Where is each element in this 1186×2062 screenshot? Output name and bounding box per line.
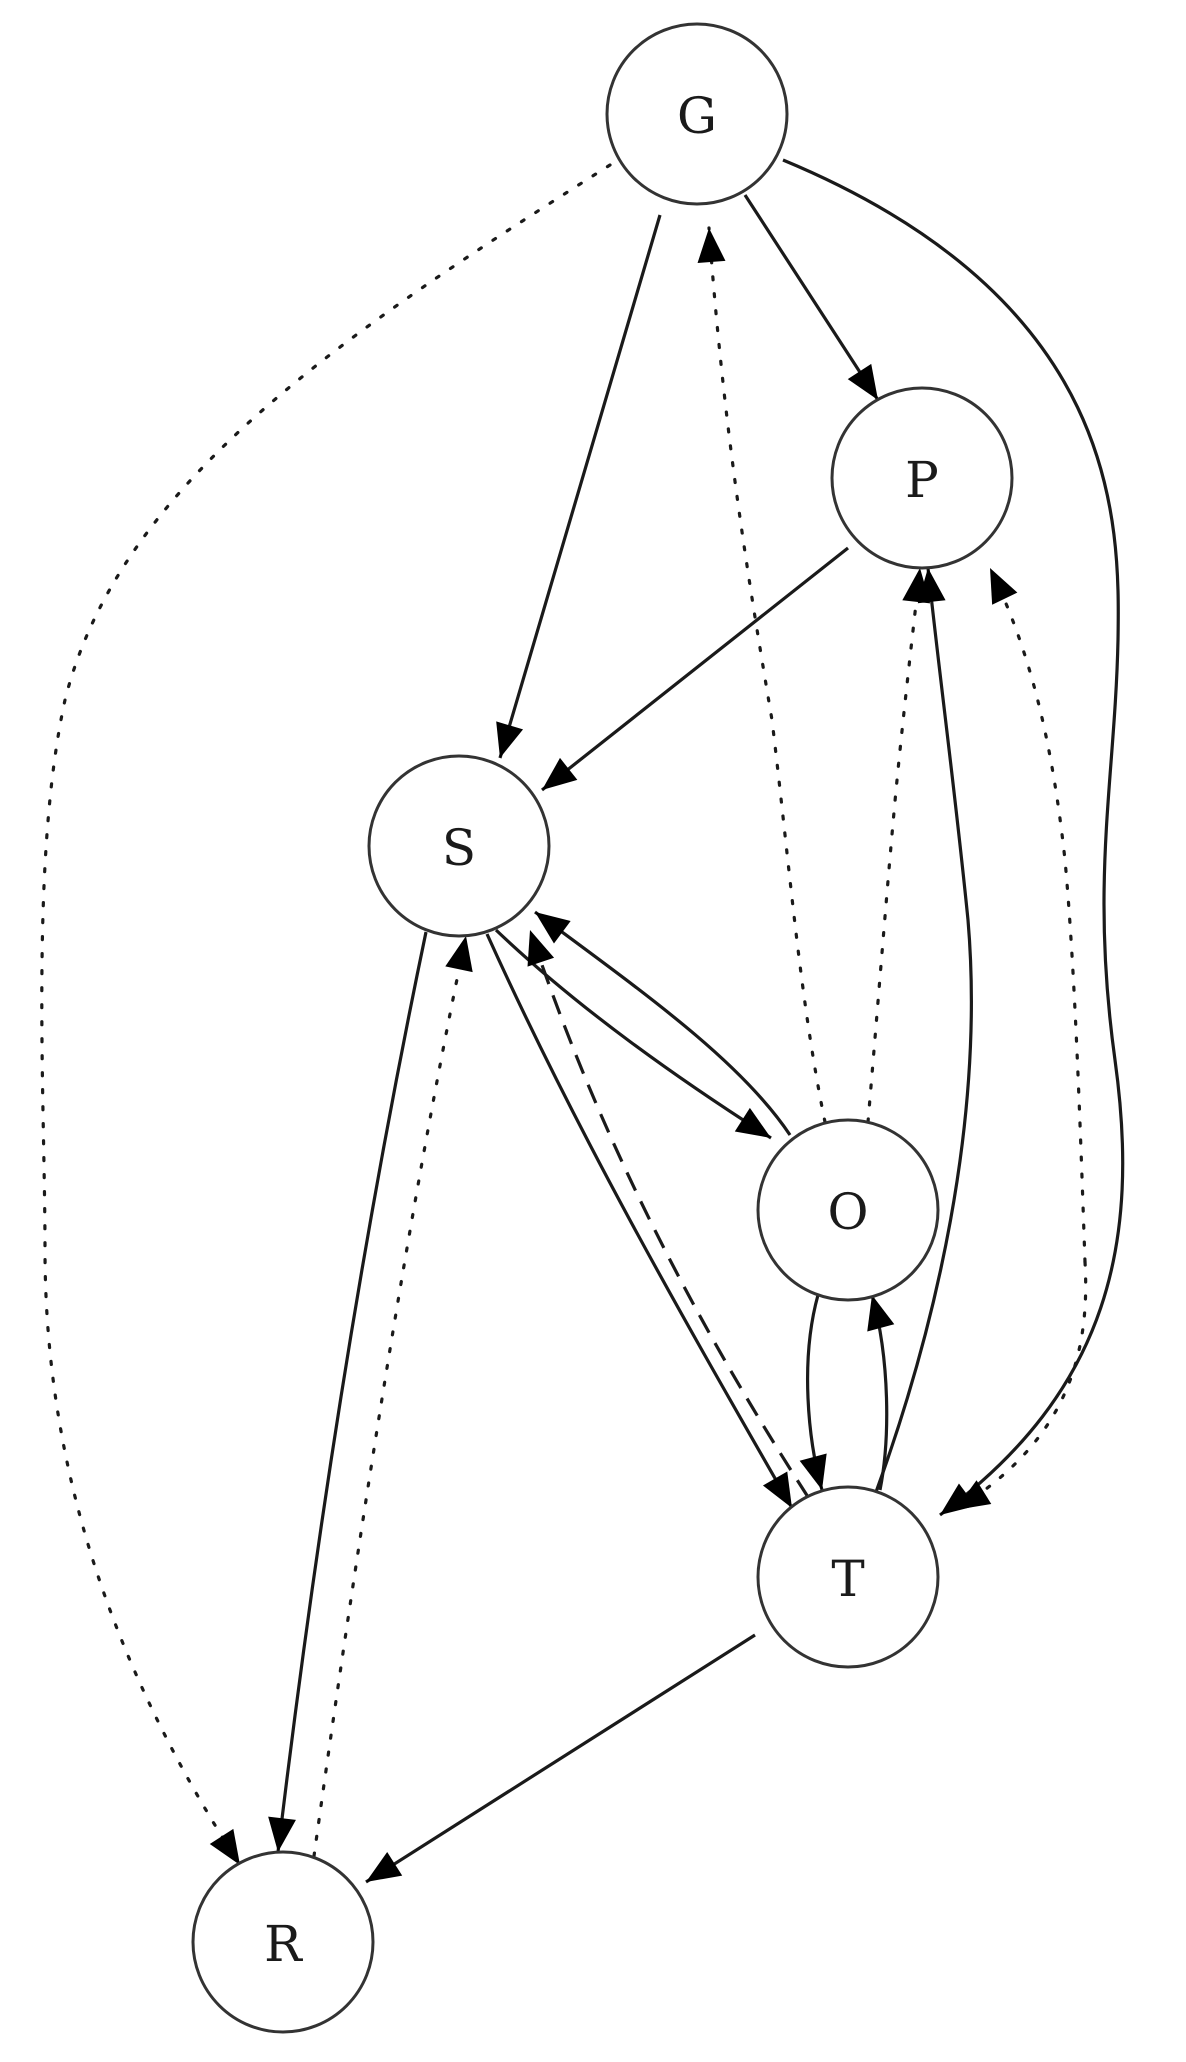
- node-R-circle: [191, 1850, 375, 2034]
- arrowhead-S-to-T-13: [762, 1471, 792, 1508]
- arrowhead-S-to-O-10: [734, 1107, 771, 1138]
- node-T: T: [756, 1485, 940, 1669]
- edge-S-to-T-solid: [485, 933, 794, 1509]
- node-P-label: P: [905, 451, 939, 509]
- node-T-circle: [756, 1485, 940, 1669]
- node-S-label: S: [442, 819, 476, 877]
- edge-G-to-T-solid: [782, 158, 1125, 1517]
- node-G-circle: [605, 22, 789, 206]
- edge-G-to-R-dotted: [40, 163, 612, 1867]
- arrowheads-layer: [209, 228, 1018, 1882]
- arrowhead-T-to-R-18: [366, 1851, 403, 1882]
- edge-G-to-P-solid: [743, 194, 880, 401]
- node-R-label: R: [264, 1915, 303, 1973]
- edge-G-to-S-solid: [498, 214, 662, 759]
- edge-R-to-S-dotted: [312, 934, 468, 1858]
- arrowhead-S-to-R-14: [268, 1816, 296, 1852]
- arrowhead-G-to-S-1: [496, 721, 524, 758]
- node-P-circle: [830, 386, 1014, 570]
- node-O: O: [756, 1118, 940, 1302]
- node-T-label: T: [831, 1550, 864, 1608]
- node-G-label: G: [677, 87, 717, 145]
- node-S: S: [367, 754, 551, 938]
- arrowhead-G-to-R-3: [209, 1828, 240, 1865]
- edge-P-to-T-dotted: [953, 1260, 1088, 1512]
- arrowhead-T-to-S-12: [527, 930, 555, 967]
- arrowhead-O-to-T-16: [799, 1453, 827, 1490]
- edge-S-to-R-solid: [276, 931, 428, 1853]
- edge-T-to-P-dotted: [988, 566, 1087, 1264]
- nodes-layer: G P S O T R: [191, 22, 1014, 2034]
- node-G: G: [605, 22, 789, 206]
- node-P: P: [830, 386, 1014, 570]
- arrowhead-G-to-P-0: [847, 363, 878, 400]
- edge-T-to-R-solid: [365, 1633, 756, 1884]
- node-O-circle: [756, 1118, 940, 1302]
- arrowhead-O-to-G-5: [697, 228, 726, 263]
- arrowhead-R-to-S-15: [445, 936, 473, 973]
- arrowhead-P-to-S-4: [542, 757, 578, 790]
- arrowhead-T-to-O-17: [867, 1295, 895, 1332]
- edge-T-to-S-dashed: [528, 929, 810, 1498]
- node-O-label: O: [828, 1183, 869, 1241]
- arrowhead-T-to-P-7: [917, 568, 946, 604]
- edge-O-to-G-dotted: [707, 226, 827, 1124]
- node-R: R: [191, 1850, 375, 2034]
- arrowhead-O-to-S-11: [535, 912, 571, 944]
- arrowhead-P-to-T-9: [955, 1480, 992, 1510]
- edge-O-to-S-solid: [534, 910, 792, 1136]
- edge-P-to-S-solid: [541, 546, 849, 792]
- edge-O-to-P-dotted: [866, 566, 922, 1124]
- edge-T-to-P-solid: [874, 567, 973, 1493]
- arrowhead-T-to-P-8: [990, 568, 1018, 605]
- node-S-circle: [367, 754, 551, 938]
